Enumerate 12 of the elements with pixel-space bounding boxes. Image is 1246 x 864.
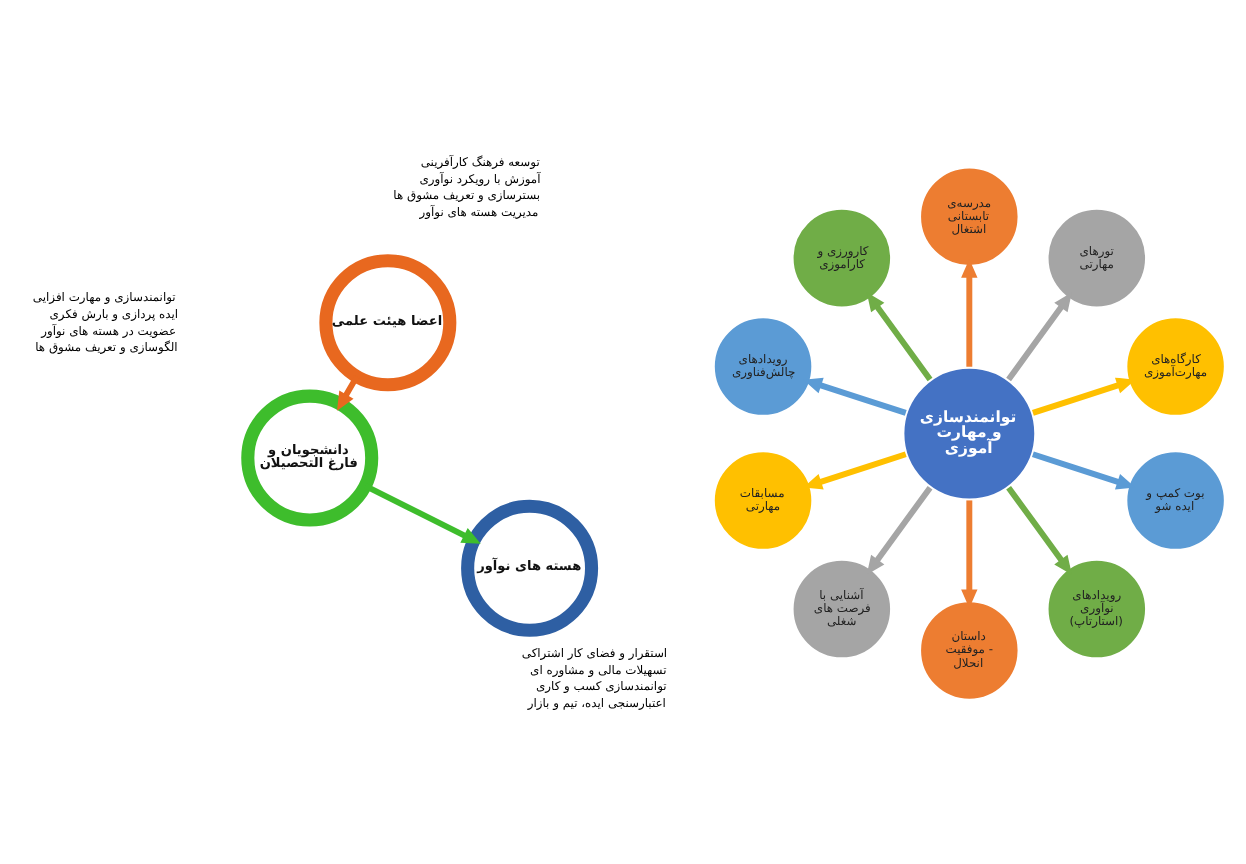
arrow [1006, 484, 1072, 574]
arrow [363, 482, 481, 543]
arrow [803, 376, 907, 415]
arrow [1031, 450, 1136, 489]
arrow [1031, 376, 1136, 415]
arrow [1006, 291, 1072, 381]
arrow [803, 450, 907, 489]
arrow [961, 499, 978, 608]
arrow [961, 258, 978, 366]
arrow [866, 291, 933, 381]
arrow [866, 484, 933, 574]
arrow [337, 374, 360, 410]
